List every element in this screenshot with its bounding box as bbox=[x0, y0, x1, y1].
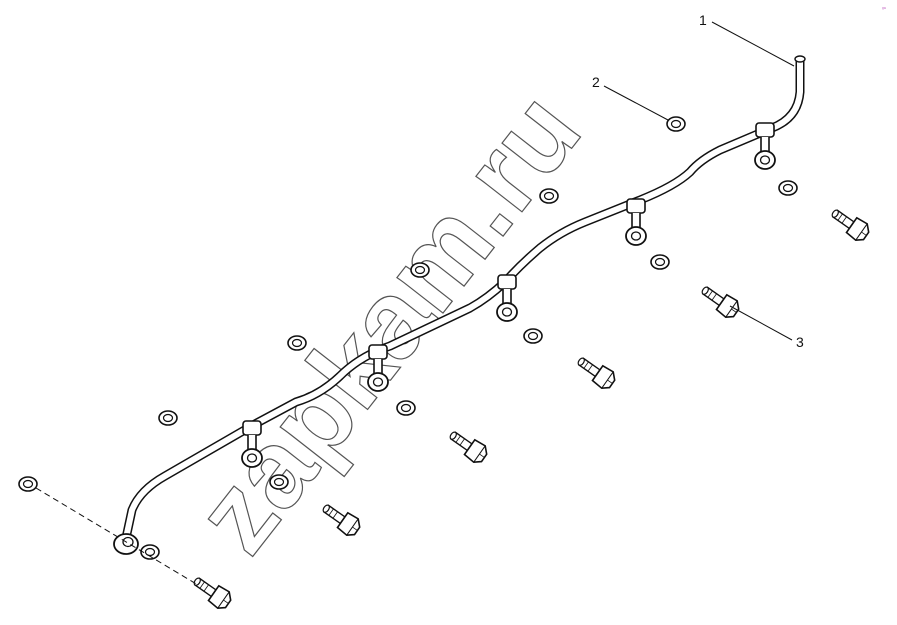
banjo-fitting bbox=[754, 122, 776, 170]
sealing-washer bbox=[18, 476, 38, 492]
banjo-bolt bbox=[696, 280, 743, 322]
banjo-fitting bbox=[625, 198, 647, 246]
banjo-bolt bbox=[188, 571, 235, 613]
banjo-fitting bbox=[496, 274, 518, 322]
sealing-washer bbox=[523, 328, 543, 344]
sealing-washer bbox=[666, 116, 686, 132]
sealing-washer bbox=[410, 262, 430, 278]
sealing-washer bbox=[287, 335, 307, 351]
sealing-washer bbox=[778, 180, 798, 196]
banjo-bolt bbox=[317, 498, 364, 540]
sealing-washer bbox=[650, 254, 670, 270]
callout-1: 1 bbox=[699, 12, 707, 28]
sealing-washer bbox=[539, 188, 559, 204]
fuel-rail-pipe bbox=[113, 55, 806, 555]
banjo-bolt bbox=[572, 351, 619, 393]
watermark: zapkam.ru bbox=[172, 70, 604, 574]
assembly-line bbox=[35, 487, 199, 586]
banjo-bolt bbox=[444, 425, 491, 467]
leader-line-3 bbox=[729, 305, 793, 341]
sealing-washer bbox=[158, 410, 178, 426]
callout-2: 2 bbox=[592, 74, 600, 90]
callout-3: 3 bbox=[796, 334, 804, 350]
sealing-washer bbox=[269, 474, 289, 490]
leader-line-1 bbox=[711, 21, 795, 67]
leader-line-2 bbox=[603, 85, 669, 121]
banjo-bolt bbox=[826, 203, 873, 245]
sealing-washer bbox=[396, 400, 416, 416]
corner-mark: ᵍᵃ bbox=[882, 6, 886, 12]
